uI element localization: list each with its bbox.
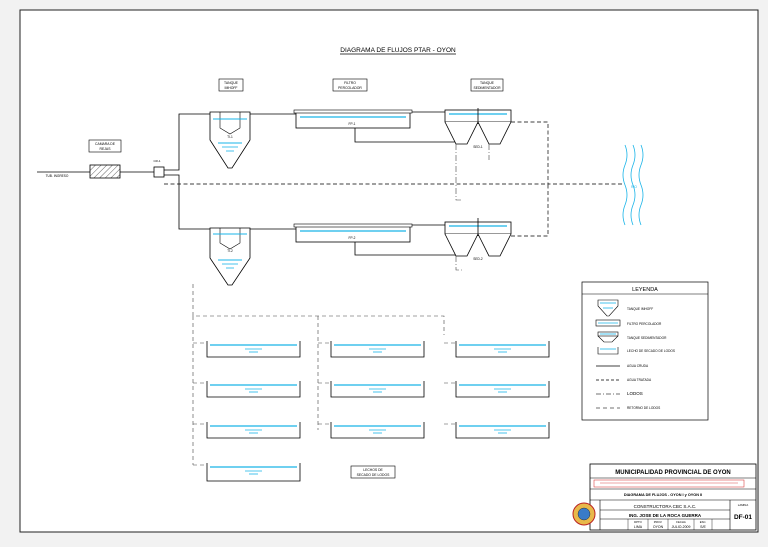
legend-item: AGUA TRATADA <box>627 378 652 382</box>
legend-item: AGUA CRUDA <box>627 364 649 368</box>
entity-name: MUNICIPALIDAD PROVINCIAL DE OYON <box>615 470 730 476</box>
svg-text:TI-2: TI-2 <box>227 249 233 253</box>
legend-imhoff-icon <box>597 299 619 317</box>
svg-text:SED-2: SED-2 <box>473 257 483 261</box>
legend-lecho-icon <box>597 347 619 355</box>
svg-text:SED-1: SED-1 <box>473 145 483 149</box>
legend: LEYENDA TANQUE IMHOFF FILTRO PERCOLADOR … <box>581 281 709 421</box>
sedimentation-tank-1: SED-1 <box>444 108 512 149</box>
river <box>622 144 644 226</box>
diagram-title: DIAGRAMA DE FLUJOS PTAR - OYON <box>340 47 456 54</box>
screen-chamber <box>89 164 121 179</box>
svg-text:CAMARA DE: CAMARA DE <box>95 142 116 146</box>
trickling-filter-1: FP-1 <box>293 109 413 129</box>
drying-bed <box>206 422 301 439</box>
drying-bed <box>455 341 550 358</box>
imhoff-tank-2: TI-2 <box>209 227 251 286</box>
svg-text:S/E: S/E <box>700 525 706 529</box>
legend-item: RETORNO DE LODOS <box>627 406 660 410</box>
legend-item: FILTRO PERCOLADOR <box>627 322 662 326</box>
sludge-to-beds-lines <box>192 284 456 466</box>
label-lechos-secado: LECHOS DE SECADO DE LODOS <box>350 465 396 479</box>
svg-text:LAMINA: LAMINA <box>738 503 749 507</box>
label-filtro-percolador: FILTRO PERCOLADOR <box>332 78 368 92</box>
drying-bed <box>330 341 425 358</box>
municipal-seal-icon <box>572 502 596 526</box>
raw-water-lines <box>164 111 463 256</box>
title-block: MUNICIPALIDAD PROVINCIAL DE OYON DIAGRAM… <box>572 463 757 531</box>
plano-name: DIAGRAMA DE FLUJOS - OYON I y OYON II <box>624 493 702 497</box>
svg-text:PROV.: PROV. <box>654 520 663 524</box>
drying-bed <box>206 381 301 398</box>
label-tanque-sedimentador: TANQUE SEDIMENTADOR <box>470 78 504 92</box>
drying-bed <box>455 422 550 439</box>
inlet-label: TUB. INGRESO <box>46 174 69 178</box>
svg-text:TANQUE: TANQUE <box>224 81 239 85</box>
svg-text:FECHA: FECHA <box>676 520 686 524</box>
legend-item: TANQUE SEDIMENTADOR <box>627 336 667 340</box>
svg-text:SEDIMENTADOR: SEDIMENTADOR <box>473 86 501 90</box>
svg-text:LECHOS DE: LECHOS DE <box>363 468 383 472</box>
drying-bed <box>330 422 425 439</box>
contratista: CONSTRUCTORA CBC S.A.C. <box>634 504 697 509</box>
svg-text:REJAS: REJAS <box>100 147 112 151</box>
label-camara-rejas: CAMARA DE REJAS <box>88 139 122 153</box>
legend-item: TANQUE IMHOFF <box>627 307 653 311</box>
legend-title: LEYENDA <box>632 287 658 293</box>
sheet-code: DF-01 <box>734 514 752 521</box>
svg-text:DPTO: DPTO <box>634 520 643 524</box>
legend-item: LECHO DE SECADO DE LODOS <box>627 349 675 353</box>
project-band <box>593 479 745 488</box>
svg-text:PERCOLADOR: PERCOLADOR <box>338 86 362 90</box>
svg-text:FP-1: FP-1 <box>349 122 356 126</box>
sedimentation-tank-2: SED-2 <box>444 218 512 261</box>
drying-bed <box>330 381 425 398</box>
svg-text:SECADO DE LODOS: SECADO DE LODOS <box>357 473 391 477</box>
legend-filter-icon <box>595 319 621 327</box>
svg-text:TI-1: TI-1 <box>227 135 233 139</box>
drying-bed <box>206 463 301 482</box>
svg-text:IMHOFF: IMHOFF <box>225 86 238 90</box>
legend-item: LODOS <box>627 391 643 396</box>
svg-text:ESC.: ESC. <box>700 520 707 524</box>
river-label: RIO <box>631 185 637 189</box>
splitter-box <box>153 166 165 178</box>
drying-bed <box>206 341 301 358</box>
splitter-label: CR-1 <box>153 159 160 163</box>
svg-text:FP-2: FP-2 <box>349 236 356 240</box>
imhoff-tank-1: TI-1 <box>209 111 251 169</box>
sheet-border <box>19 9 759 533</box>
responsable: ING. JOSE DE LA ROCA GUERRA <box>629 513 702 518</box>
sludge-lines <box>455 144 490 271</box>
svg-text:TANQUE: TANQUE <box>480 81 495 85</box>
svg-text:JULIO-2009: JULIO-2009 <box>672 525 691 529</box>
svg-text:FILTRO: FILTRO <box>344 81 356 85</box>
label-tanque-imhoff: TANQUE IMHOFF <box>218 78 244 92</box>
treated-water-lines <box>164 121 625 237</box>
svg-text:OYON: OYON <box>653 525 664 529</box>
drying-bed <box>455 381 550 398</box>
svg-text:LIMA: LIMA <box>634 525 643 529</box>
trickling-filter-2: FP-2 <box>293 223 413 243</box>
legend-sedimentador-icon <box>597 331 619 343</box>
